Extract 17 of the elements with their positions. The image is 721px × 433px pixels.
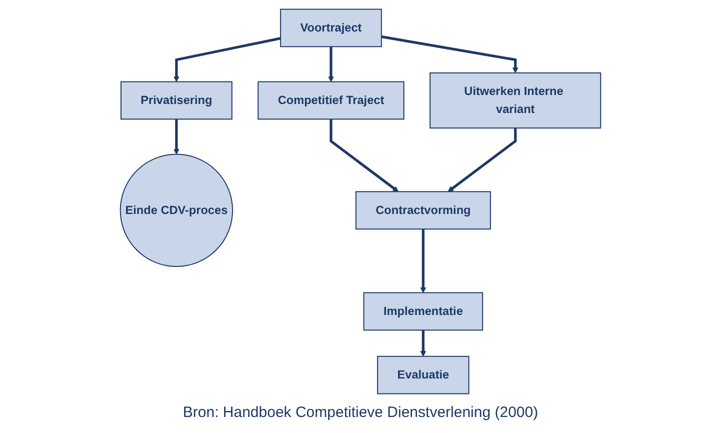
arrow [381, 35, 518, 74]
node-box: Voortraject [280, 8, 382, 48]
node-box: Uitwerken Interne variant [430, 72, 602, 128]
arrow [174, 119, 180, 154]
node-box: Privatisering [120, 81, 232, 120]
arrow [448, 128, 517, 192]
caption: Bron: Handboek Competitieve Dienstverlening (2000) [182, 404, 538, 421]
node-circle: Einde CDV-proces [120, 154, 234, 267]
arrow [328, 46, 334, 82]
node-box: Evaluatie [377, 356, 470, 394]
arrow [420, 229, 426, 293]
arrow [420, 330, 426, 357]
arrow [330, 119, 399, 192]
node-box: Implementatie [363, 292, 484, 331]
arrow [174, 37, 281, 82]
node-box: Contractvorming [355, 191, 491, 230]
node-box: Competitief Traject [258, 81, 404, 120]
